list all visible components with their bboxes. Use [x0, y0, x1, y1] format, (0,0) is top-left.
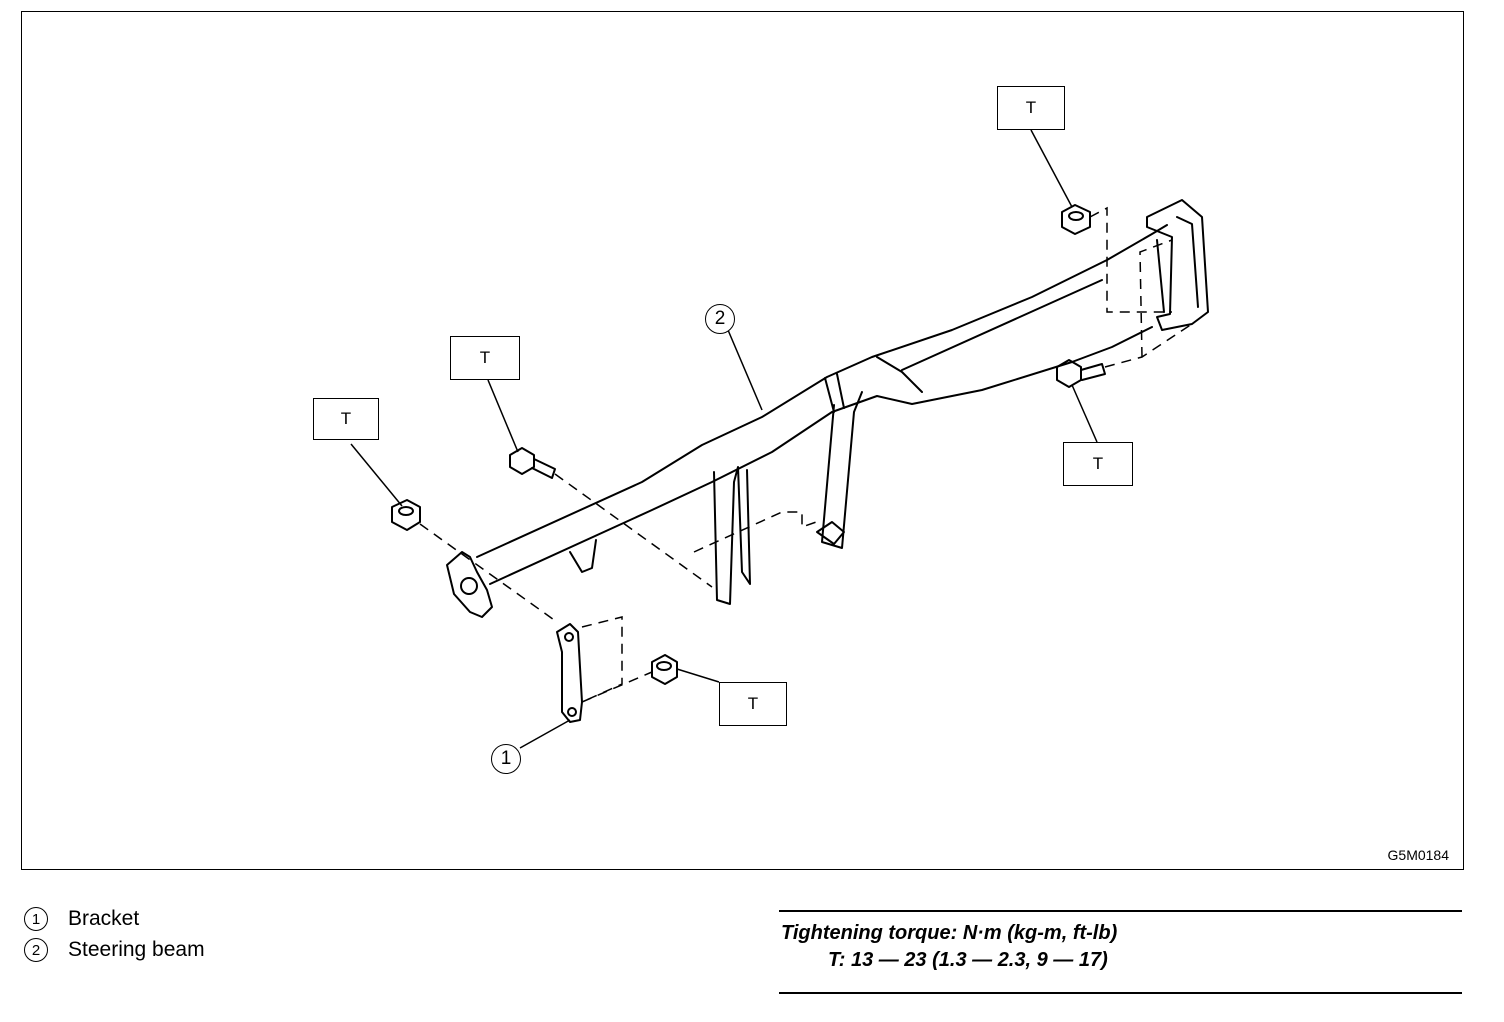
- diagram-frame: T T T T T 2 1 G5M0184: [21, 11, 1464, 870]
- torque-spec-block: Tightening torque: N·m (kg-m, ft-lb) T: …: [779, 910, 1462, 994]
- legend-number: 1: [24, 907, 48, 931]
- nut-left: [391, 499, 421, 531]
- torque-marker-box: T: [1063, 442, 1133, 486]
- beam-ridge: [876, 279, 1103, 393]
- bolt-left: [509, 447, 535, 475]
- beam-lower-edge: [489, 326, 1153, 585]
- bracket-hole-top: [564, 632, 574, 642]
- torque-marker-box: T: [313, 398, 379, 440]
- center-leg-foot: [816, 521, 845, 545]
- legend-item-bracket: 1 Bracket: [24, 907, 139, 931]
- bracket-hole-bottom: [567, 707, 577, 717]
- left-end-plate: [446, 551, 493, 618]
- torque-marker-box: T: [997, 86, 1065, 130]
- center-leg-left: [713, 466, 751, 605]
- callout-steering-beam: 2: [705, 304, 735, 334]
- beam-tab: [569, 539, 597, 573]
- legend-label: Steering beam: [68, 938, 205, 961]
- right-end-plate: [1146, 199, 1209, 331]
- torque-value: T: 13 — 23 (1.3 — 2.3, 9 — 17): [828, 949, 1108, 971]
- right-end-plate-inner: [1156, 216, 1199, 313]
- figure-code: G5M0184: [1387, 847, 1449, 863]
- left-end-hole: [460, 577, 478, 595]
- callout-bracket: 1: [491, 744, 521, 774]
- legend-label: Bracket: [68, 907, 140, 930]
- torque-marker-box: T: [719, 682, 787, 726]
- bolt-right: [1056, 359, 1082, 388]
- legend-number: 2: [24, 938, 48, 962]
- torque-title: Tightening torque: N·m (kg-m, ft-lb): [781, 922, 1118, 944]
- beam-collar: [824, 373, 845, 413]
- legend-item-steering-beam: 2 Steering beam: [24, 938, 205, 962]
- beam-upper-edge: [476, 224, 1168, 558]
- nut-bottom: [651, 654, 678, 685]
- center-leg-right: [821, 391, 863, 549]
- steering-beam-drawing: [350, 129, 1209, 749]
- nut-top-right: [1061, 204, 1091, 235]
- bracket-part: [556, 623, 583, 723]
- torque-marker-box: T: [450, 336, 520, 380]
